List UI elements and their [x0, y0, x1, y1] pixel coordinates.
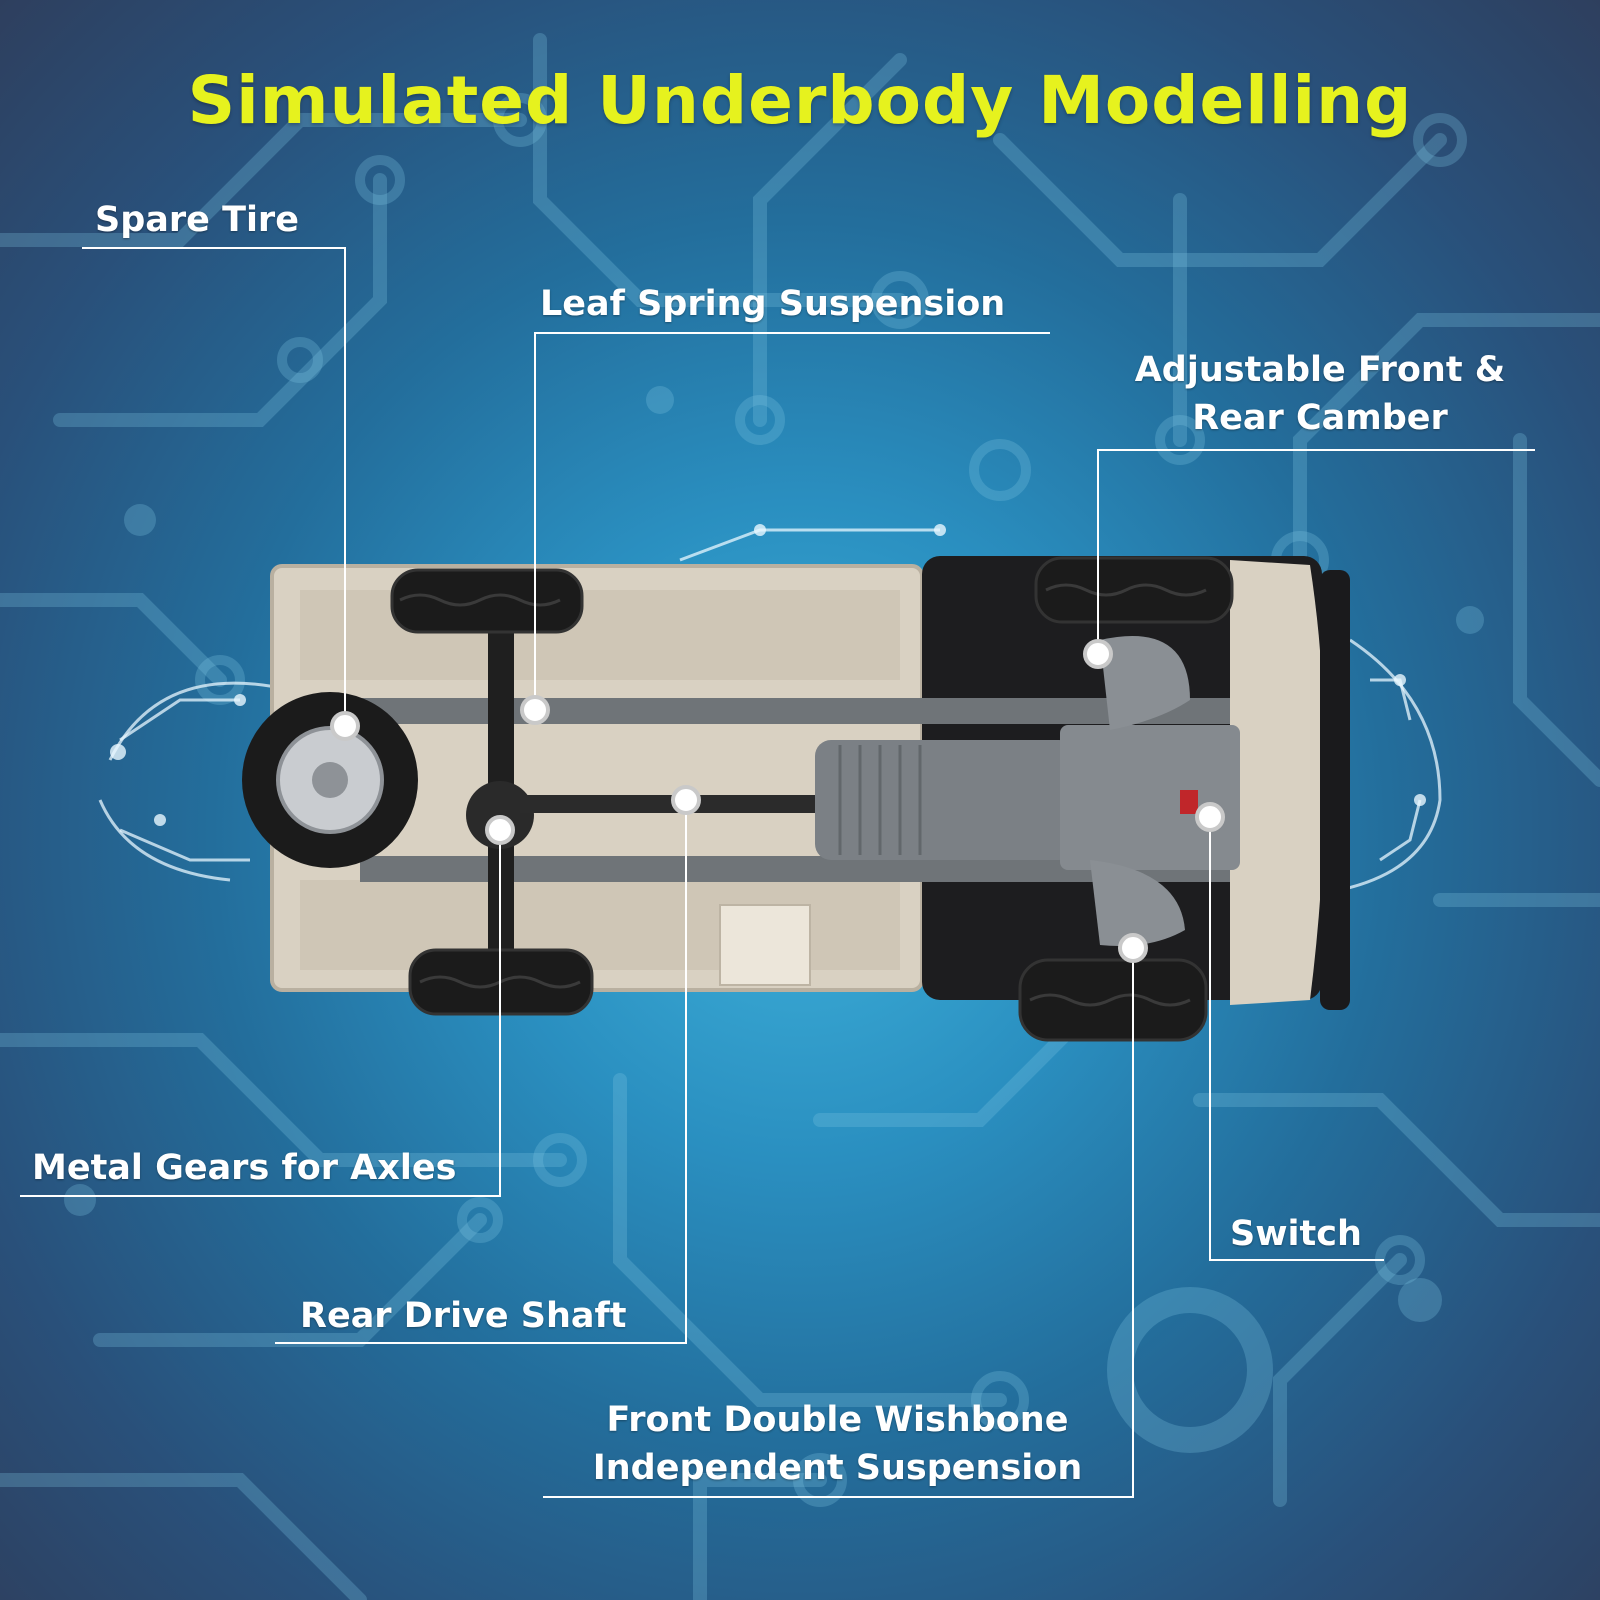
drive-shaft-marker — [671, 785, 701, 815]
switch-marker — [1195, 802, 1225, 832]
label-adjustable-camber: Adjustable Front & Rear Camber — [1115, 346, 1525, 442]
label-rear-drive-shaft: Rear Drive Shaft — [300, 1296, 627, 1336]
label-metal-gears: Metal Gears for Axles — [32, 1148, 457, 1188]
wishbone-marker — [1118, 933, 1148, 963]
label-wishbone-line-2: Independent Suspension — [592, 1448, 1083, 1488]
page-title: Simulated Underbody Modelling — [187, 62, 1413, 139]
front-tire-top — [1034, 556, 1234, 624]
spare-tire-graphic — [242, 692, 418, 868]
camber-marker — [1083, 639, 1113, 669]
drive-shaft — [520, 795, 820, 813]
label-front-double-wishbone: Front Double Wishbone Independent Suspen… — [560, 1396, 1115, 1492]
label-camber-line-2: Rear Camber — [1192, 398, 1448, 438]
label-camber-line-1: Adjustable Front & — [1134, 350, 1506, 390]
metal-gears-marker — [485, 815, 515, 845]
label-switch: Switch — [1230, 1214, 1362, 1254]
label-leaf-spring-suspension: Leaf Spring Suspension — [540, 284, 1006, 324]
label-spare-tire: Spare Tire — [95, 200, 299, 240]
spare-tire-marker — [330, 711, 360, 741]
leaf-spring-marker — [520, 695, 550, 725]
label-wishbone-line-1: Front Double Wishbone — [606, 1400, 1069, 1440]
